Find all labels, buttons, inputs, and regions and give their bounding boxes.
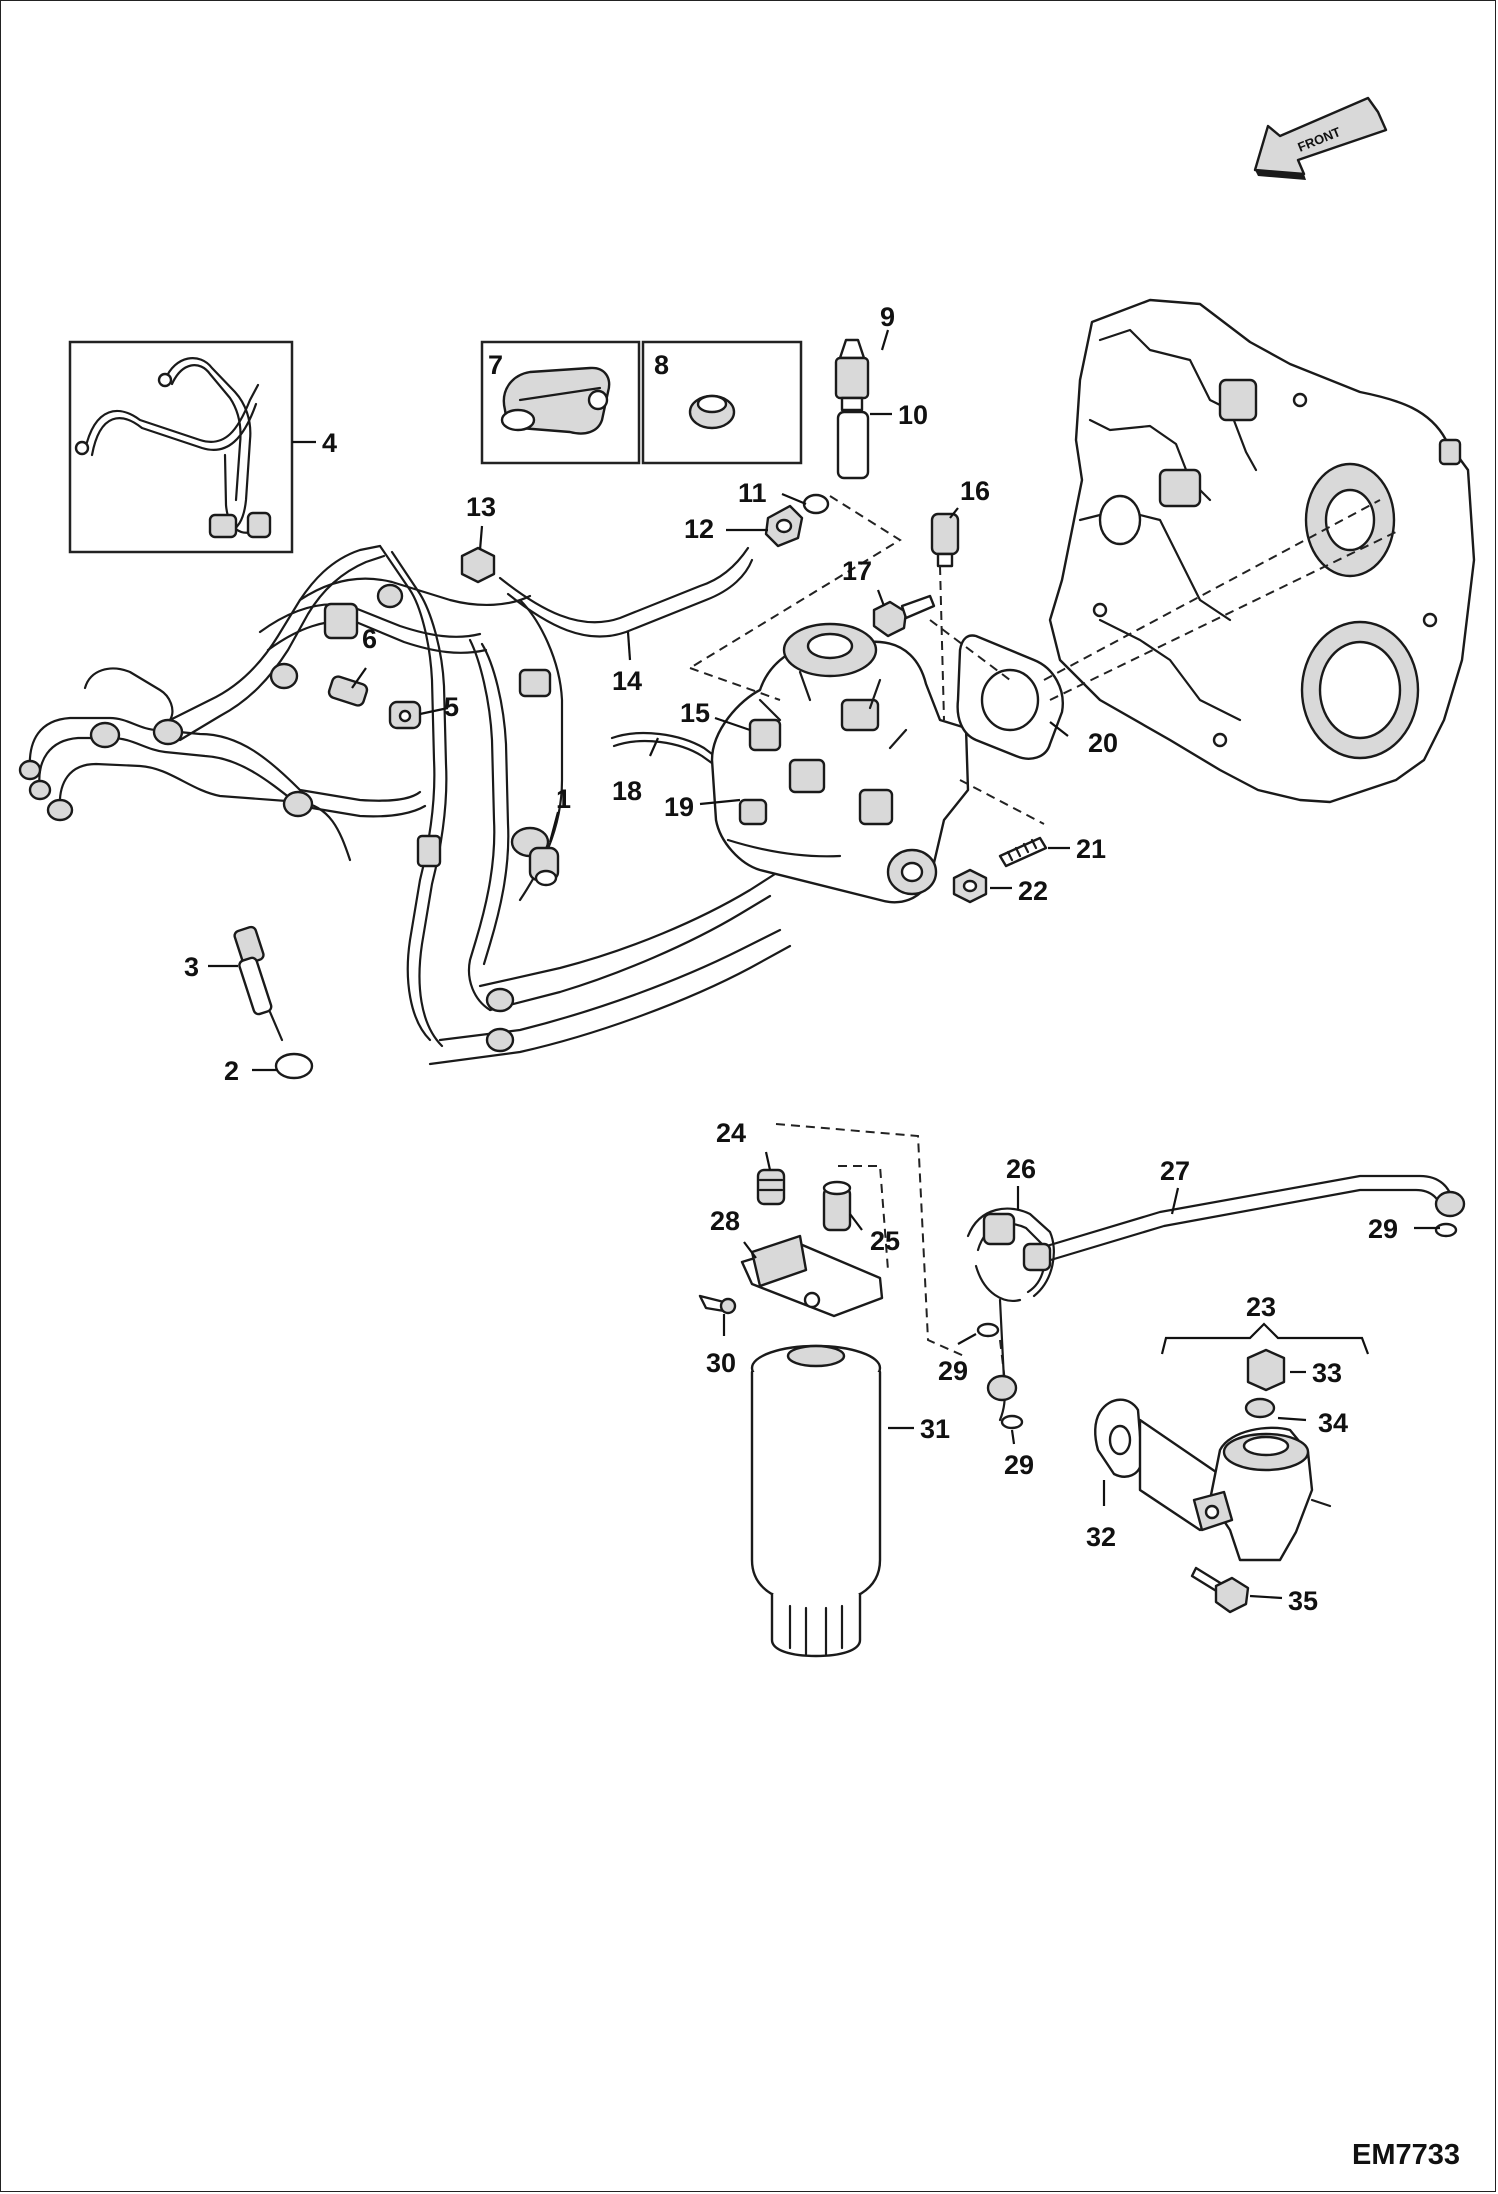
- injector-line-set-part-4: [74, 357, 272, 539]
- callout-31: 31: [920, 1414, 950, 1444]
- washers-part-29: [976, 1222, 1458, 1430]
- callout-19: 19: [664, 792, 694, 822]
- washer-part-2: [274, 1052, 314, 1080]
- callout-9: 9: [880, 302, 895, 332]
- callout-30: 30: [706, 1348, 736, 1378]
- callout-20: 20: [1088, 728, 1118, 758]
- nut-part-12: [764, 504, 804, 548]
- callout-labels: 1 2 3 4 5 6 7 8 9 10 11 12 13 14 15 16 1…: [184, 302, 1398, 1616]
- callout-21: 21: [1076, 834, 1106, 864]
- injector-part-3: [233, 925, 284, 1042]
- callout-14: 14: [612, 666, 642, 696]
- callout-2: 2: [224, 1056, 239, 1086]
- front-arrow: FRONT: [1253, 96, 1388, 180]
- callout-16: 16: [960, 476, 990, 506]
- callout-34: 34: [1318, 1408, 1348, 1438]
- feed-pump-body: [1138, 1418, 1332, 1562]
- callout-15: 15: [680, 698, 710, 728]
- bolt-part-35: [1190, 1566, 1250, 1614]
- callout-25: 25: [870, 1226, 900, 1256]
- bleed-screw-part-24: [756, 1168, 786, 1206]
- gear-housing: [1048, 298, 1476, 804]
- bolt-part-17: [872, 594, 936, 638]
- fuel-filter-part-31: [750, 1344, 882, 1658]
- callout-6: 6: [362, 624, 377, 654]
- callout-4: 4: [322, 428, 337, 458]
- plug-part-8: [688, 394, 736, 430]
- alignment-lines: [689, 495, 1401, 1391]
- callout-1: 1: [556, 784, 571, 814]
- bracket-part-7: [500, 366, 611, 435]
- figure-code: EM7733: [1352, 2139, 1460, 2171]
- callout-7: 7: [488, 350, 503, 380]
- pump-gasket-part-32: [1094, 1398, 1144, 1478]
- callout-10: 10: [898, 400, 928, 430]
- callout-3: 3: [184, 952, 199, 982]
- callout-35: 35: [1288, 1586, 1318, 1616]
- callout-24: 24: [716, 1118, 746, 1148]
- fuel-line-part-27: [1038, 1174, 1466, 1264]
- valve-part-25: [822, 1180, 852, 1232]
- callout-29-a: 29: [1368, 1214, 1398, 1244]
- washer-part-34: [1244, 1397, 1276, 1419]
- injection-pipes-assembly: [18, 544, 792, 1066]
- washer-part-11: [802, 493, 830, 515]
- plug-part-33: [1246, 1348, 1286, 1392]
- screw-part-6: [327, 675, 369, 707]
- injection-pump-part-19: [710, 622, 970, 904]
- nozzle-part-9: [834, 338, 870, 412]
- gasket-part-20: [956, 634, 1064, 760]
- banjo-fitting-part-1: [510, 826, 560, 887]
- callout-27: 27: [1160, 1156, 1190, 1186]
- group-bracket-23: [1160, 1322, 1370, 1355]
- nut-part-22: [952, 868, 988, 904]
- callout-29-b: 29: [938, 1356, 968, 1386]
- callout-18: 18: [612, 776, 642, 806]
- sensor-part-16: [930, 512, 960, 568]
- callout-33: 33: [1312, 1358, 1342, 1388]
- clip-part-5: [388, 700, 422, 730]
- callout-17: 17: [842, 556, 872, 586]
- fuel-pipe-part-26: [966, 1207, 1055, 1422]
- spring-part-10: [836, 410, 870, 480]
- leader-lines: [208, 329, 1440, 1600]
- callout-28: 28: [710, 1206, 740, 1236]
- callout-29-c: 29: [1004, 1450, 1034, 1480]
- callout-13: 13: [466, 492, 496, 522]
- screw-part-30: [698, 1294, 737, 1315]
- filter-bracket-part-28: [740, 1234, 884, 1318]
- hose-part-14: [498, 546, 754, 638]
- callout-12: 12: [684, 514, 714, 544]
- clamp-part-13: [460, 546, 496, 584]
- callout-22: 22: [1018, 876, 1048, 906]
- callout-23: 23: [1246, 1292, 1276, 1322]
- pipe-part-18: [610, 732, 729, 771]
- callout-26: 26: [1006, 1154, 1036, 1184]
- callout-11: 11: [738, 478, 767, 508]
- callout-32: 32: [1086, 1522, 1116, 1552]
- stud-part-21: [998, 836, 1048, 868]
- callout-8: 8: [654, 350, 669, 380]
- callout-5: 5: [444, 692, 459, 722]
